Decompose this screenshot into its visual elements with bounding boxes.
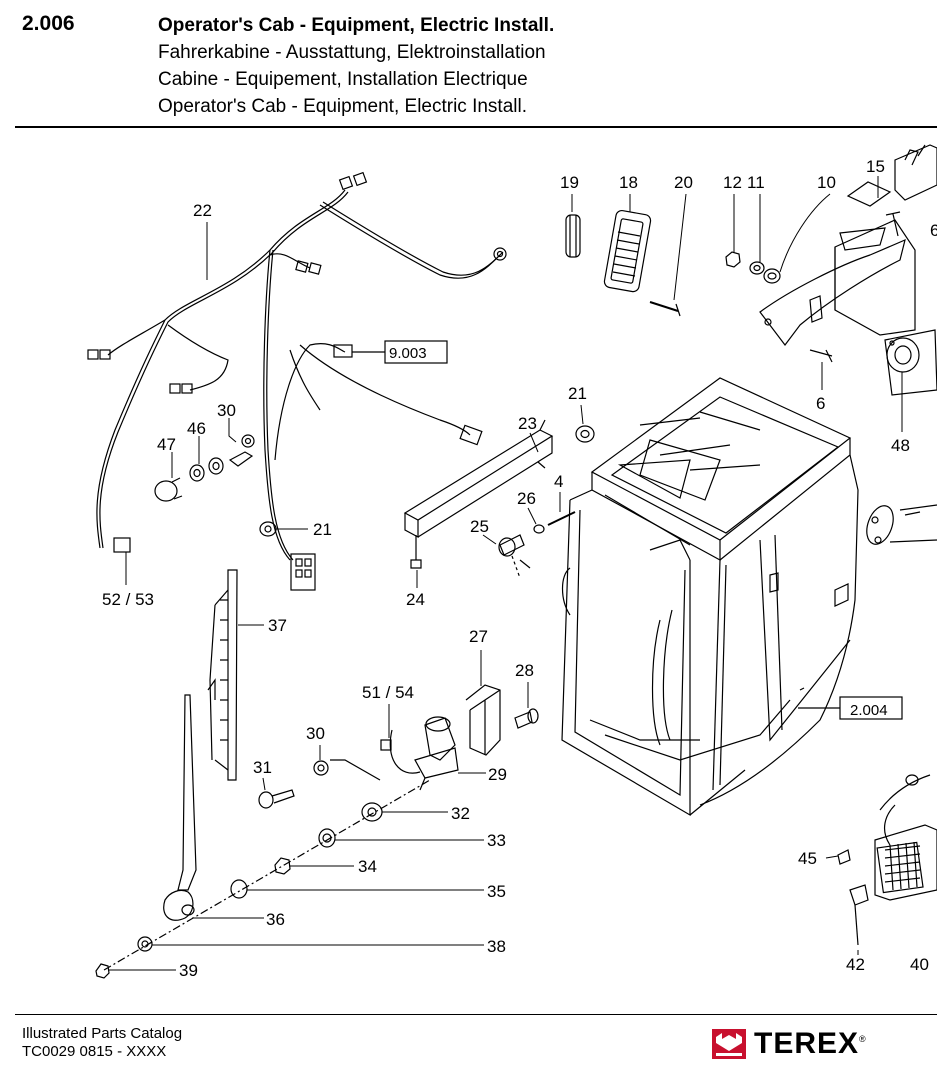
callout-29: 29 [488, 765, 507, 784]
callout-19: 19 [560, 173, 579, 192]
callout-26: 26 [517, 489, 536, 508]
callout-24: 24 [406, 590, 425, 609]
footer-catalog: Illustrated Parts Catalog TC0029 0815 - … [22, 1025, 182, 1061]
callout-52-53: 52 / 53 [102, 590, 154, 609]
callout-20: 20 [674, 173, 693, 192]
header-rule [15, 126, 937, 128]
ref-2004: 2.004 [850, 702, 888, 719]
callout-labels: 22 9.003 30 47 46 21 52 / 53 19 18 20 12… [102, 157, 937, 980]
section-titles: Operator's Cab - Equipment, Electric Ins… [158, 12, 554, 120]
catalog-code: TC0029 0815 - XXXX [22, 1043, 167, 1060]
callout-12: 12 [723, 173, 742, 192]
ref-9003: 9.003 [389, 345, 427, 362]
callout-30-lower: 30 [306, 724, 325, 743]
callout-11: 11 [747, 173, 765, 192]
callout-21-right: 21 [568, 384, 587, 403]
callout-47: 47 [157, 435, 176, 454]
wiper-arm [163, 694, 197, 921]
title-fr: Cabine - Equipement, Installation Electr… [158, 69, 528, 90]
callout-42: 42 [846, 955, 865, 974]
title-de: Fahrerkabine - Ausstattung, Elektroinsta… [158, 42, 546, 63]
nut-and-washer-group [154, 434, 277, 537]
cab-console-parts [725, 144, 937, 396]
callout-45: 45 [798, 849, 817, 868]
callout-6-top: 6 [930, 221, 937, 240]
callout-25: 25 [470, 517, 489, 536]
dome-lamp-parts [565, 209, 681, 317]
callout-18: 18 [619, 173, 638, 192]
callout-38: 38 [487, 937, 506, 956]
callout-23: 23 [518, 414, 537, 433]
title-en: Operator's Cab - Equipment, Electric Ins… [158, 15, 555, 36]
footer-rule [15, 1014, 937, 1015]
callout-31: 31 [253, 758, 272, 777]
callout-36: 36 [266, 910, 285, 929]
cab-frame [561, 377, 859, 817]
callout-35: 35 [487, 882, 506, 901]
section-number: 2.006 [22, 12, 75, 35]
leader-lines [108, 176, 903, 971]
mirror-bracket [866, 504, 937, 545]
callout-46: 46 [187, 419, 206, 438]
callout-22: 22 [193, 201, 212, 220]
callout-34: 34 [358, 857, 377, 876]
wiper-blade [207, 569, 238, 781]
callout-28: 28 [515, 661, 534, 680]
brand-name: TEREX® [754, 1027, 867, 1060]
work-light [837, 774, 937, 946]
terex-logo: TEREX® [712, 1027, 867, 1060]
callout-48: 48 [891, 436, 910, 455]
callout-6: 6 [816, 394, 825, 413]
callout-40: 40 [910, 955, 929, 974]
callout-21: 21 [313, 520, 332, 539]
callout-10: 10 [817, 173, 836, 192]
catalog-title: Illustrated Parts Catalog [22, 1025, 183, 1042]
callout-4: 4 [554, 472, 563, 491]
title-en-repeat: Operator's Cab - Equipment, Electric Ins… [158, 96, 527, 117]
callout-51-54: 51 / 54 [362, 683, 414, 702]
callout-30: 30 [217, 401, 236, 420]
callout-27: 27 [469, 627, 488, 646]
terex-emblem-icon [712, 1029, 746, 1059]
wiring-harness [87, 171, 507, 591]
exploded-parts-diagram: 22 9.003 30 47 46 21 52 / 53 19 18 20 12… [87, 144, 937, 980]
callout-33: 33 [487, 831, 506, 850]
wiper-mount-parts [403, 419, 595, 579]
callout-39: 39 [179, 961, 198, 980]
wiper-motor [380, 684, 539, 791]
callout-32: 32 [451, 804, 470, 823]
callout-37: 37 [268, 616, 287, 635]
callout-15: 15 [866, 157, 885, 176]
